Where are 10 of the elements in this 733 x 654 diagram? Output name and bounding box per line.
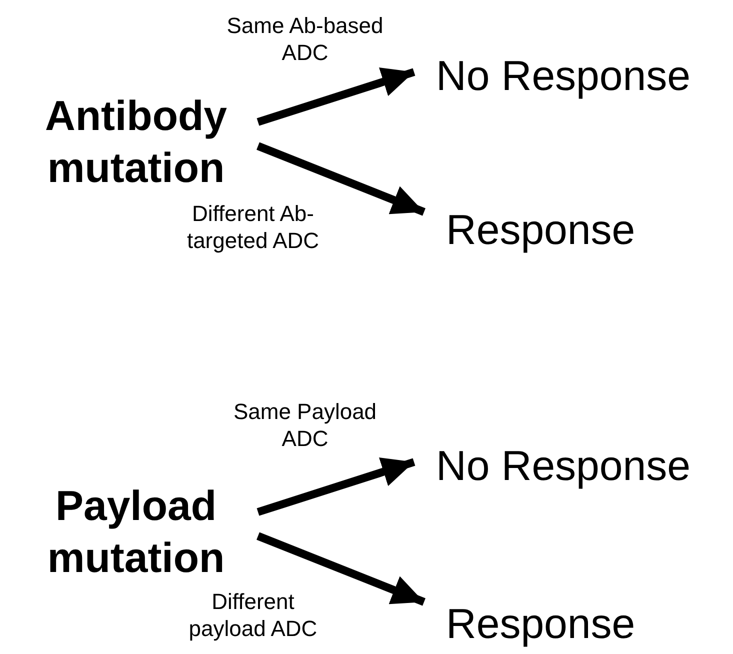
outcome-label: Response: [446, 600, 636, 648]
outcome-label: No Response: [436, 442, 690, 490]
arrow: [256, 142, 426, 216]
arrow: [256, 532, 426, 606]
outcome-label: No Response: [436, 52, 690, 100]
arrow: [256, 457, 416, 516]
arrow: [256, 67, 416, 126]
outcome-label: Response: [446, 206, 636, 254]
source-label: Antibody mutation: [44, 91, 228, 193]
source-label: Payload mutation: [46, 481, 226, 583]
